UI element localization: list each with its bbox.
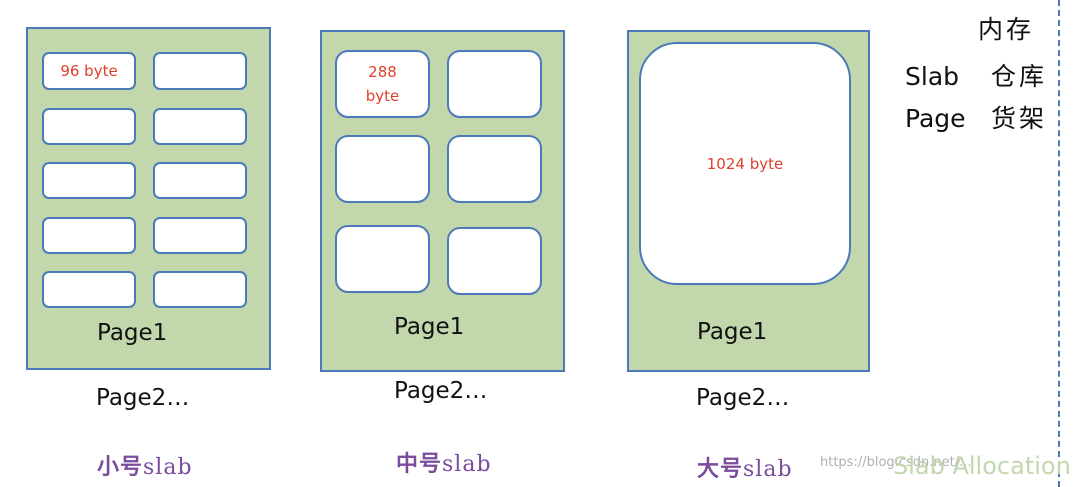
legend-row-page: Page 货架: [905, 99, 1047, 135]
medium-slot: [447, 135, 542, 203]
small-slot: [42, 271, 136, 308]
large-slab-name-cn: 大号: [697, 456, 744, 482]
medium-page1-label: Page1: [394, 314, 465, 340]
medium-slab-name-en: slab: [442, 452, 492, 477]
legend-meaning-slab: 仓库: [990, 62, 1047, 91]
large-slot-size-label: 1024 byte: [706, 155, 784, 173]
medium-slot-size-label: 288 byte: [365, 63, 400, 105]
small-slab-name: 小号slab: [97, 449, 193, 481]
small-slab-page1: 96 byte Page1: [26, 27, 271, 370]
medium-slab-name-cn: 中号: [396, 451, 443, 477]
small-page1-label: Page1: [97, 320, 168, 346]
legend-row-slab: Slab 仓库: [905, 57, 1047, 93]
small-slot: [42, 108, 136, 145]
slab-allocation-caption: Slab Allocation: [893, 452, 1071, 480]
small-slot-labeled: 96 byte: [42, 52, 136, 90]
large-slab-name: 大号slab: [697, 451, 793, 483]
large-page1-label: Page1: [697, 319, 768, 345]
legend-meaning-page: 货架: [990, 104, 1047, 133]
small-slab-name-en: slab: [143, 455, 193, 480]
small-slot-size-label: 96 byte: [60, 62, 118, 80]
medium-slot: [335, 135, 430, 203]
large-page2-label: Page2…: [696, 385, 790, 411]
large-slot: 1024 byte: [639, 42, 851, 285]
small-slot: [42, 217, 136, 254]
small-slot: [42, 162, 136, 199]
dashed-divider: [1058, 0, 1060, 487]
large-slab-page1: 1024 byte Page1: [627, 30, 870, 372]
legend-memory: 内存: [978, 10, 1034, 46]
medium-slab-page1: 288 byte Page1: [320, 30, 565, 372]
small-slot: [153, 162, 247, 199]
legend-term-page: Page: [905, 104, 966, 133]
small-slot: [153, 217, 247, 254]
medium-slab-name: 中号slab: [396, 446, 492, 478]
small-slot: [153, 52, 247, 90]
legend-term-slab: Slab: [905, 62, 960, 91]
medium-slot: [447, 227, 542, 295]
medium-page2-label: Page2…: [394, 378, 488, 404]
medium-slot: [335, 225, 430, 293]
medium-slot-labeled: 288 byte: [335, 50, 430, 118]
large-slab-name-en: slab: [743, 457, 793, 482]
watermark: https://blog.csdn.net/...: [820, 455, 972, 470]
small-page2-label: Page2…: [96, 385, 190, 411]
small-slot: [153, 108, 247, 145]
small-slab-name-cn: 小号: [97, 454, 144, 480]
medium-slot: [447, 50, 542, 118]
legend-memory-text: 内存: [978, 15, 1035, 44]
small-slot: [153, 271, 247, 308]
